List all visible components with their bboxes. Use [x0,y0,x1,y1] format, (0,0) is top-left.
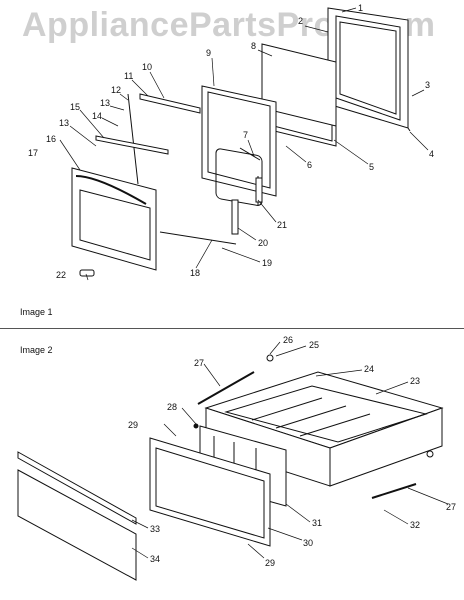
callout-33: 33 [150,524,160,534]
callout-25: 25 [309,340,319,350]
callout-31: 31 [312,518,322,528]
door-liner-frame [327,7,411,132]
leader-lines [59,7,449,559]
callout-21: 21 [277,220,287,230]
callout-3: 3 [425,80,430,90]
callout-19: 19 [262,258,272,268]
vent-strip [95,135,169,155]
callout-29: 29 [128,420,138,430]
callout-11: 11 [124,71,133,81]
callout-10: 10 [142,62,152,72]
callout-8: 8 [251,41,256,51]
callout-2: 2 [298,16,303,26]
callout-6: 6 [307,160,312,170]
callout-12: 12 [111,85,121,95]
screw [426,450,434,458]
inner-door-frame [201,85,277,206]
callout-27b: 27 [446,502,456,512]
bottom-trim [159,231,237,245]
callout-18: 18 [190,268,200,278]
callout-7: 7 [243,130,248,140]
callout-32: 32 [410,520,420,530]
callout-27: 27 [194,358,204,368]
drawer-trim-strip [17,451,137,525]
callout-26: 26 [283,335,293,345]
callout-24: 24 [364,364,374,374]
screw [266,354,274,362]
door-hinge [231,199,239,235]
callout-23: 23 [410,376,420,386]
callout-29b: 29 [265,558,275,568]
callout-22: 22 [56,270,66,280]
callout-numbers: 1 2 3 4 5 6 7 8 9 10 11 12 13 14 15 13 1… [28,3,456,568]
drawer-bottom-panel [17,469,137,581]
drawer-panel-inset [155,447,265,539]
section-divider [0,328,464,329]
callout-34: 34 [150,554,160,564]
callout-9: 9 [206,48,211,58]
callout-15: 15 [70,102,80,112]
drawer-rail [371,483,417,499]
drawer-front-panel [149,437,271,547]
callout-4: 4 [429,149,434,159]
door-hinge [255,177,263,203]
callout-30: 30 [303,538,313,548]
knob [79,269,95,277]
callout-14: 14 [92,111,102,121]
callout-16: 16 [46,134,56,144]
image-2-caption: Image 2 [20,345,53,355]
callout-13b: 13 [59,118,69,128]
callout-5: 5 [369,162,374,172]
callout-20: 20 [258,238,268,248]
outer-door-panel [71,167,157,271]
callout-17: 17 [28,148,38,158]
side-channel-strip [127,93,139,185]
door-glass-panel [261,43,337,127]
image-1-caption: Image 1 [20,307,53,317]
callout-28: 28 [167,402,177,412]
callout-1: 1 [358,3,363,13]
drawer-rail [197,371,255,405]
callout-13: 13 [100,98,110,108]
top-trim-bar [139,93,201,114]
screw [193,423,199,429]
